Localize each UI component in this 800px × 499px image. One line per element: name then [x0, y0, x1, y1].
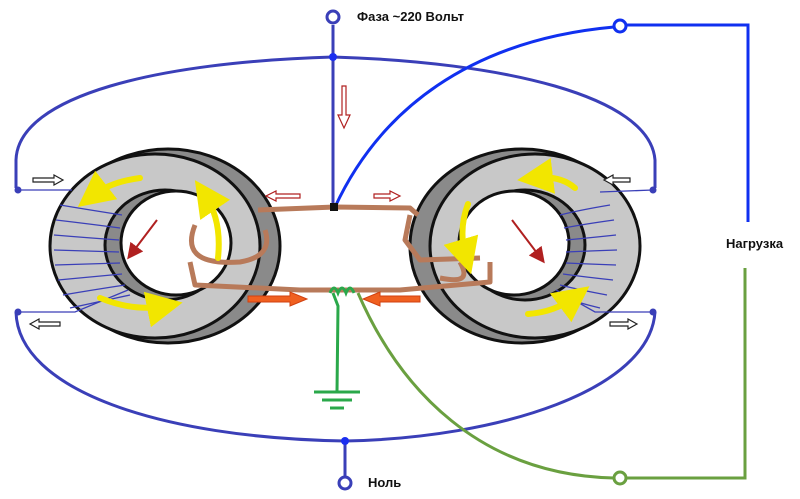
ground-symbol	[314, 286, 360, 410]
junction-node	[330, 203, 338, 211]
load-terminal-bottom	[612, 470, 628, 486]
right-toroid-core	[408, 147, 642, 345]
induced-current-arrows	[247, 291, 421, 307]
neutral-label: Ноль	[368, 475, 402, 490]
load-label: Нагрузка	[726, 236, 784, 251]
current-direction-arrows	[264, 85, 402, 202]
terminal-node	[14, 308, 22, 316]
primary-loop-wire	[14, 25, 657, 478]
return-wire	[356, 268, 747, 480]
neutral-terminal	[337, 437, 353, 491]
phase-label: Фаза ~220 Вольт	[357, 9, 464, 24]
load-terminal-top	[612, 18, 628, 34]
left-primary-winding	[18, 189, 131, 313]
flux-arrows	[77, 157, 590, 328]
left-toroid-core	[48, 147, 282, 345]
primary-current-arrows	[28, 173, 639, 331]
terminal-node	[649, 186, 657, 194]
terminal-node	[14, 186, 22, 194]
load-wire	[333, 23, 750, 222]
field-arrows	[127, 219, 545, 264]
phase-terminal	[325, 9, 341, 61]
terminal-node	[649, 308, 657, 316]
